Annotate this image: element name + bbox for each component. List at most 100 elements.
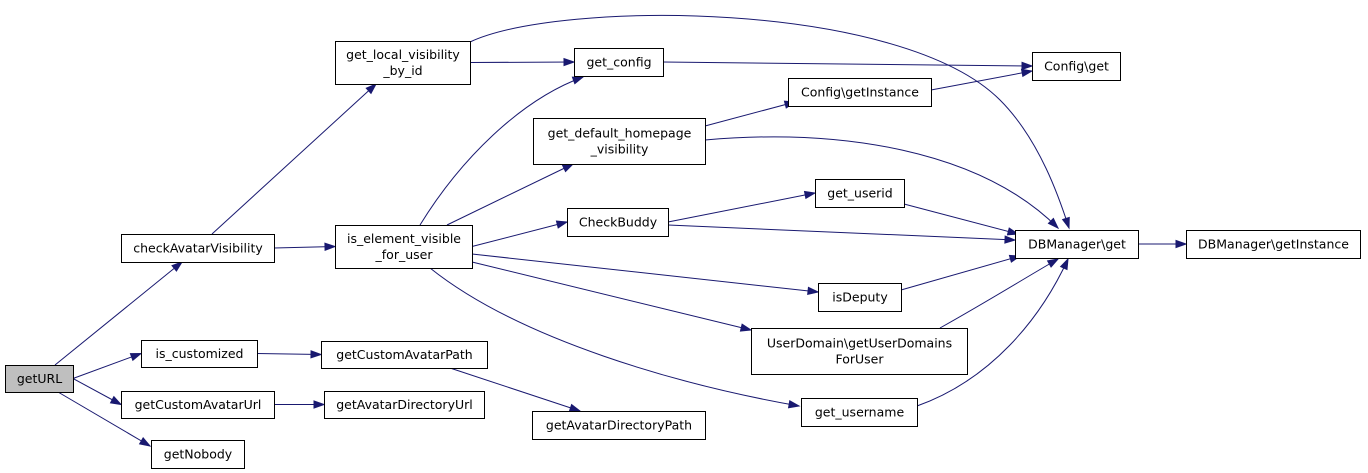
arrowhead-icon (1047, 217, 1060, 230)
node-getCustomAvatarUrl[interactable]: getCustomAvatarUrl (121, 391, 275, 419)
edge-line (930, 70, 1033, 91)
node-getURL[interactable]: getURL (5, 365, 74, 393)
node-label: getURL (17, 371, 62, 386)
edge-line (57, 391, 151, 447)
arrowhead-icon (739, 323, 753, 332)
edge-line (54, 261, 183, 366)
edge-get_local_visibility_by_id-to-get_config (469, 57, 576, 67)
edge-is_element_visible_for_user-to-get_username (429, 267, 801, 409)
edge-line (939, 258, 1059, 329)
node-box (321, 341, 488, 369)
edge-get_default_homepage_visibility-to-Config_getInstance (704, 100, 797, 127)
edge-UserDomain_getUserDomainsForUser-to-DBManager_get (939, 258, 1060, 329)
node-box (324, 391, 485, 419)
edge-line (704, 136, 1059, 229)
node-get_local_visibility_by_id[interactable]: get_local_visibility_by_id (335, 41, 471, 85)
node-get_username[interactable]: get_username (801, 398, 918, 427)
node-get_config[interactable]: get_config (574, 48, 664, 77)
arrowhead-icon (313, 400, 326, 409)
edge-get_default_homepage_visibility-to-DBManager_get (704, 136, 1060, 230)
node-label: Config\get (1044, 59, 1109, 74)
edge-line (429, 267, 800, 407)
node-box (532, 411, 706, 440)
arrowhead-icon (324, 242, 337, 251)
arrowhead-icon (568, 403, 582, 412)
node-label: DBManager\getInstance (1198, 237, 1349, 252)
edge-DBManager_get-to-DBManager_getInstance (1138, 239, 1188, 249)
arrowhead-icon (1061, 216, 1070, 230)
edge-line (469, 61, 575, 63)
edge-is_element_visible_for_user-to-get_default_homepage_visibility (446, 163, 575, 226)
node-label: _by_id (382, 63, 422, 78)
arrowhead-icon (310, 350, 323, 359)
node-getNobody[interactable]: getNobody (151, 440, 245, 469)
node-is_customized[interactable]: is_customized (141, 340, 258, 368)
node-label: _visibility (590, 142, 649, 157)
nodes-layer: getURL checkAvatarVisibility is_customized… (5, 41, 1361, 469)
node-box (5, 365, 74, 393)
node-box (335, 225, 473, 269)
node-label: get_local_visibility (346, 47, 460, 62)
node-Config_get[interactable]: Config\get (1032, 52, 1121, 81)
node-label: isDeputy (832, 290, 888, 305)
node-label: get_default_homepage (548, 126, 692, 141)
edge-line (662, 61, 1033, 67)
node-Config_getInstance[interactable]: Config\getInstance (788, 78, 932, 107)
edge-line (72, 353, 142, 379)
node-isDeputy[interactable]: isDeputy (818, 283, 902, 312)
edge-is_element_visible_for_user-to-get_config (419, 76, 585, 226)
edge-CheckBuddy-to-DBManager_get (667, 224, 1017, 244)
edge-getURL-to-is_customized (72, 352, 143, 379)
arrowhead-icon (1059, 257, 1069, 271)
arrowhead-icon (555, 220, 569, 229)
node-get_default_homepage_visibility[interactable]: get_default_homepage_visibility (533, 118, 706, 165)
node-getCustomAvatarPath[interactable]: getCustomAvatarPath (321, 341, 488, 369)
node-box (751, 328, 968, 375)
arrowhead-icon (1046, 258, 1060, 268)
edge-is_element_visible_for_user-to-CheckBuddy (471, 220, 569, 247)
edge-line (471, 221, 568, 247)
node-getAvatarDirectoryUrl[interactable]: getAvatarDirectoryUrl (324, 391, 485, 419)
node-label: _for_user (375, 247, 434, 262)
node-label: getCustomAvatarPath (336, 347, 472, 362)
node-label: ForUser (835, 352, 884, 367)
node-CheckBuddy[interactable]: CheckBuddy (567, 208, 669, 237)
edge-line (667, 224, 1016, 241)
node-box (121, 234, 275, 263)
edge-get_config-to-Config_get (662, 61, 1034, 71)
node-label: UserDomain\getUserDomains (767, 336, 952, 351)
node-box (1032, 52, 1121, 81)
edge-line (449, 367, 581, 412)
node-DBManager_get[interactable]: DBManager\get (1015, 230, 1139, 259)
edge-line (900, 255, 1021, 291)
node-label: get_config (586, 55, 651, 70)
edge-line (471, 261, 752, 331)
arrowhead-icon (1020, 68, 1034, 78)
node-getAvatarDirectoryPath[interactable]: getAvatarDirectoryPath (532, 411, 706, 440)
node-is_element_visible_for_user[interactable]: is_element_visible_for_user (335, 225, 473, 269)
node-DBManager_getInstance[interactable]: DBManager\getInstance (1186, 230, 1361, 259)
arrowhead-icon (1021, 61, 1034, 71)
edge-line (667, 192, 816, 223)
node-box (815, 179, 905, 208)
edge-is_element_visible_for_user-to-isDeputy (471, 253, 820, 296)
node-box (818, 283, 902, 312)
node-label: is_customized (156, 346, 244, 361)
node-box (121, 391, 275, 419)
edge-line (704, 101, 796, 127)
node-label: CheckBuddy (579, 215, 658, 230)
node-box (335, 41, 471, 85)
node-get_userid[interactable]: get_userid (815, 179, 905, 208)
arrowhead-icon (807, 286, 820, 296)
edge-get_username-to-DBManager_get (916, 257, 1069, 407)
arrowhead-icon (365, 82, 378, 95)
edge-CheckBuddy-to-get_userid (667, 190, 817, 223)
node-checkAvatarVisibility[interactable]: checkAvatarVisibility (121, 234, 275, 263)
edge-getURL-to-checkAvatarVisibility (54, 261, 184, 366)
arrowhead-icon (1175, 239, 1188, 249)
node-label: Config\getInstance (801, 85, 919, 100)
node-label: getNobody (164, 447, 233, 462)
edge-line (903, 203, 1019, 235)
